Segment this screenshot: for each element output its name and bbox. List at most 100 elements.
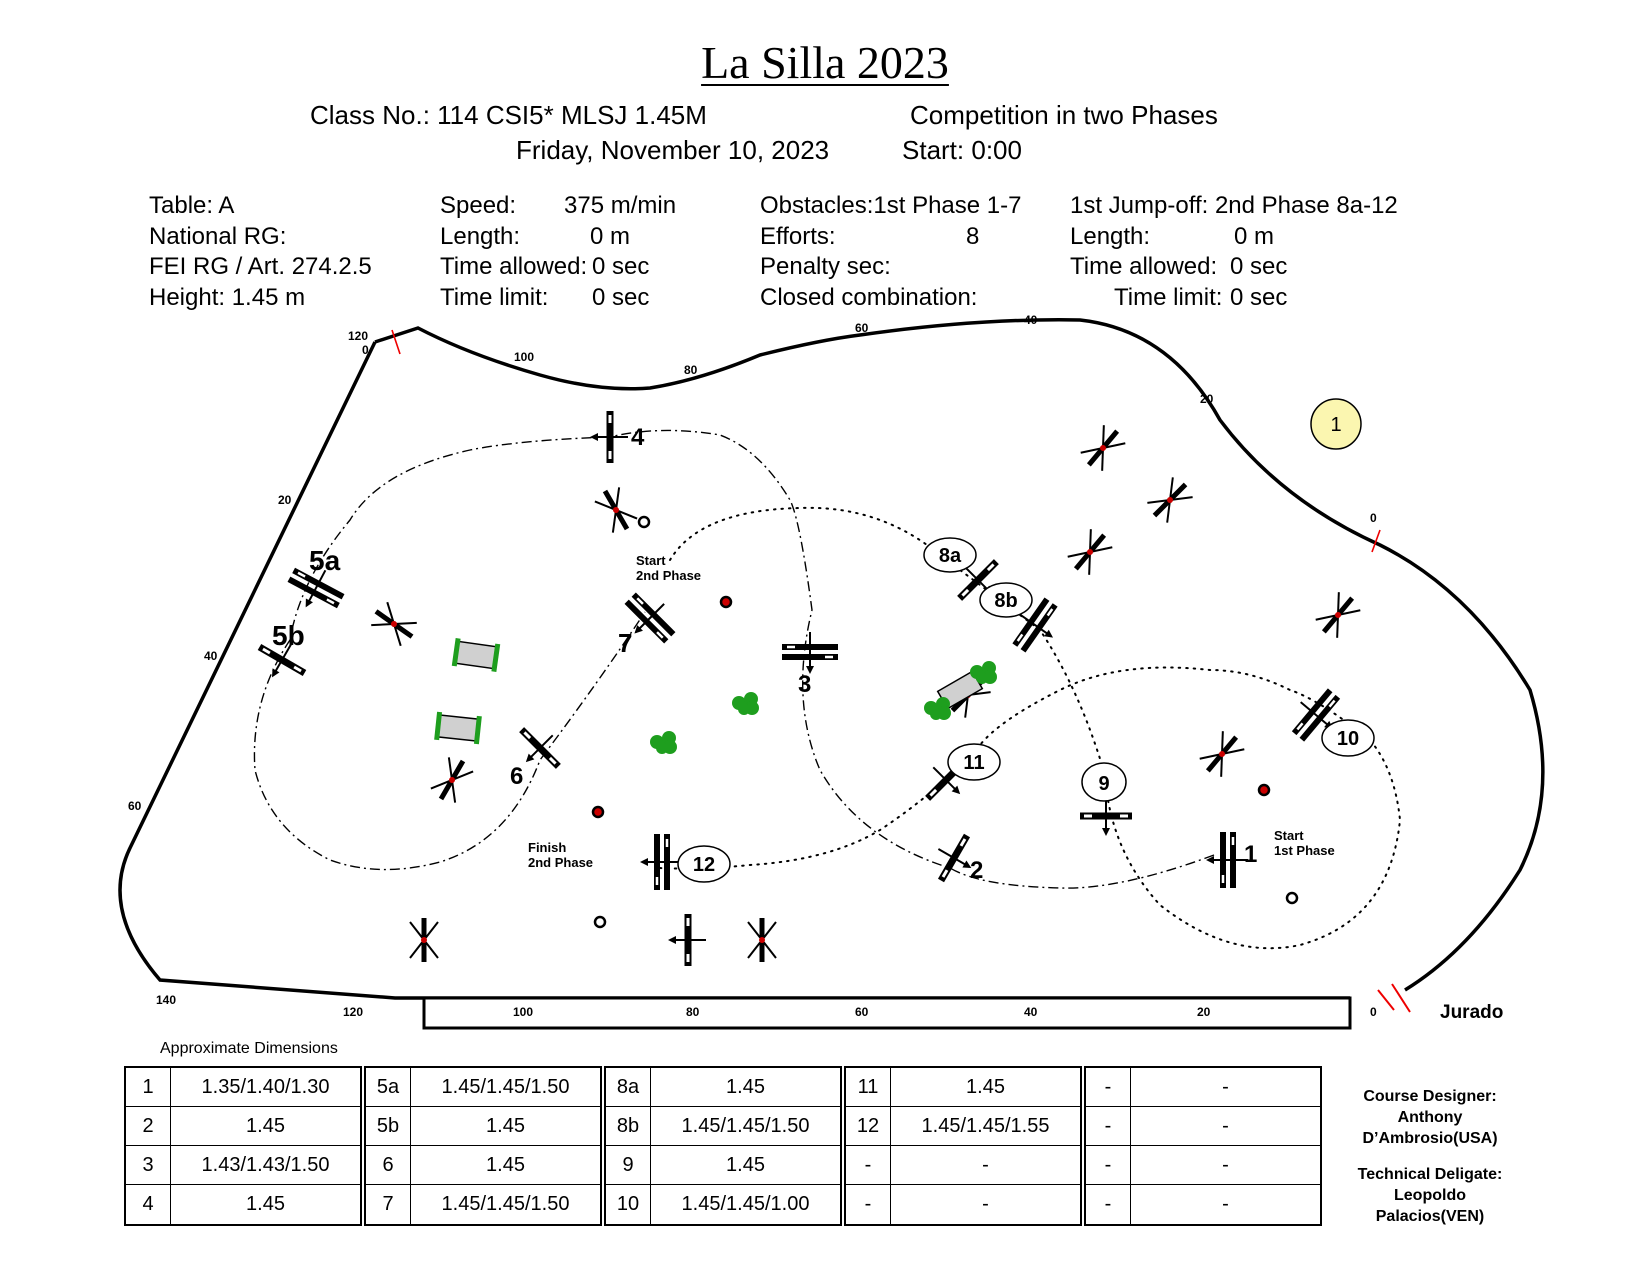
dim-value: 1.45 bbox=[966, 1075, 1005, 1098]
marker-1-label: 1 bbox=[1330, 414, 1341, 436]
dim-number: 4 bbox=[126, 1185, 171, 1224]
dimensions-label: Approximate Dimensions bbox=[160, 1040, 338, 1057]
water-trays bbox=[434, 638, 984, 745]
info-jo-length-value: 0 m bbox=[1234, 222, 1275, 250]
dim-value: - bbox=[982, 1153, 989, 1176]
dim-number: - bbox=[1086, 1068, 1131, 1106]
info-penalty-label: Penalty sec: bbox=[760, 253, 891, 280]
spare-fence bbox=[668, 914, 706, 966]
scale-bottom-3: 80 bbox=[686, 1005, 700, 1019]
bush bbox=[732, 692, 759, 715]
gate-markers bbox=[391, 329, 1411, 1013]
dim-value: - bbox=[1222, 1075, 1229, 1098]
spare-fence bbox=[1197, 728, 1247, 780]
dim-value: - bbox=[1222, 1153, 1229, 1176]
spare-fence bbox=[1313, 589, 1363, 641]
competition-type: Competition in two Phases bbox=[910, 100, 1218, 130]
info-col-4: 1st Jump-off: 2nd Phase 8a-12 Length:0 m… bbox=[1070, 191, 1410, 313]
dim-number: 5a bbox=[366, 1068, 411, 1106]
label-6: 6 bbox=[510, 763, 523, 790]
jury-box bbox=[422, 996, 1352, 1030]
jury-label: Jurado bbox=[1440, 1002, 1503, 1023]
start-2-line-2: 2nd Phase bbox=[636, 568, 701, 583]
technical-delegate: Technical Deligate: Leopoldo Palacios(VE… bbox=[1320, 1164, 1540, 1227]
info-jumpoff: 1st Jump-off: 2nd Phase 8a-12 bbox=[1070, 192, 1398, 219]
dim-number: 2 bbox=[126, 1107, 171, 1145]
arena-boundary-left bbox=[118, 341, 1350, 1000]
info-time-allowed-value: 0 sec bbox=[592, 253, 650, 280]
dim-number: 1 bbox=[126, 1068, 171, 1106]
spare-fence bbox=[368, 600, 420, 648]
dim-number: 5b bbox=[366, 1107, 411, 1145]
scale-bottom-2: 100 bbox=[513, 1005, 533, 1019]
dim-value: 1.45 bbox=[246, 1193, 285, 1215]
label-2: 2 bbox=[970, 857, 983, 884]
dim-number: 8a bbox=[606, 1068, 651, 1106]
label-8a: 8a bbox=[939, 545, 962, 567]
dim-row: -- bbox=[1086, 1146, 1320, 1185]
competition-date: Friday, November 10, 2023 bbox=[516, 135, 830, 165]
scale-top-3: 80 bbox=[684, 363, 698, 377]
label-5a: 5a bbox=[309, 545, 341, 576]
scale-top-7: 0 bbox=[1370, 511, 1377, 525]
dimensions-group-5: -- -- -- -- bbox=[1084, 1066, 1322, 1226]
info-time-limit-label: Time limit: bbox=[440, 283, 549, 311]
scale-bottom-4: 60 bbox=[855, 1005, 869, 1019]
dim-value: - bbox=[1222, 1114, 1229, 1137]
start-2-line-1: Start bbox=[636, 553, 666, 568]
delegate-title: Technical Deligate: bbox=[1357, 1166, 1503, 1183]
info-jo-time-limit-label: Time limit: bbox=[1114, 283, 1223, 311]
scale-top-0: 120 bbox=[348, 329, 368, 343]
dim-number: 12 bbox=[846, 1107, 891, 1145]
dim-row: -- bbox=[846, 1185, 1080, 1224]
scale-left-0: 20 bbox=[278, 493, 292, 507]
scale-top-5: 40 bbox=[1024, 313, 1038, 327]
scale-top-4: 60 bbox=[855, 321, 869, 335]
page-title: La Silla 2023 bbox=[701, 37, 949, 88]
bush bbox=[650, 731, 677, 754]
label-3: 3 bbox=[798, 671, 811, 698]
dim-number: 11 bbox=[846, 1068, 891, 1106]
obstacle-1 bbox=[1206, 832, 1248, 888]
info-fei-rg: FEI RG / Art. 274.2.5 bbox=[149, 253, 372, 280]
dim-number: - bbox=[1086, 1146, 1131, 1184]
info-table: Table: A bbox=[149, 192, 235, 219]
label-5b: 5b bbox=[272, 620, 305, 651]
dim-number: - bbox=[1086, 1185, 1131, 1224]
start-1-line-2: 1st Phase bbox=[1274, 843, 1335, 858]
spare-fence bbox=[1145, 475, 1196, 526]
spare-fence bbox=[748, 918, 776, 962]
scale-top-2: 100 bbox=[514, 350, 534, 364]
dim-value: 1.45/1.45/1.00 bbox=[681, 1193, 810, 1215]
obstacle-12 bbox=[640, 834, 682, 890]
dim-value: 1.43/1.43/1.50 bbox=[201, 1153, 330, 1176]
spare-fence bbox=[1078, 422, 1128, 474]
obstacle-4 bbox=[590, 411, 628, 463]
scale-top-6: 20 bbox=[1200, 392, 1214, 406]
scale-bottom-6: 20 bbox=[1197, 1005, 1211, 1019]
finish-2-line-2: 2nd Phase bbox=[528, 855, 593, 870]
bush bbox=[924, 697, 951, 720]
scale-bottom-0: 140 bbox=[156, 993, 176, 1007]
gate-top-left bbox=[391, 329, 401, 355]
distance-scale: 120 0 100 80 60 40 20 0 20 40 60 140 120… bbox=[128, 313, 1377, 1019]
dim-number: - bbox=[846, 1185, 891, 1224]
start-1-line-1: Start bbox=[1274, 828, 1304, 843]
info-height: Height: 1.45 m bbox=[149, 283, 306, 311]
dim-number: 3 bbox=[126, 1146, 171, 1184]
dim-value: 1.45/1.45/1.50 bbox=[441, 1193, 570, 1215]
spare-fences bbox=[368, 422, 1363, 966]
obstacle-9 bbox=[1080, 798, 1132, 836]
designer-surname: D’Ambrosio(USA) bbox=[1362, 1130, 1498, 1147]
label-10: 10 bbox=[1337, 728, 1359, 750]
info-jo-time-allowed-label: Time allowed: bbox=[1070, 253, 1218, 280]
